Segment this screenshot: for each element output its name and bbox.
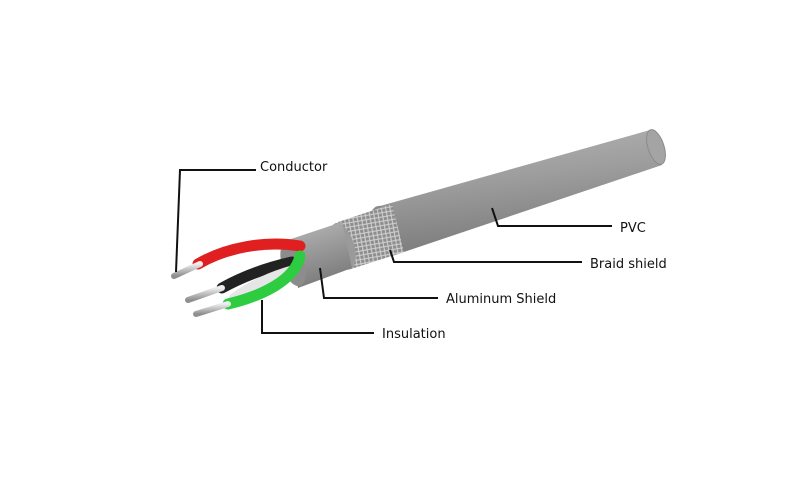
conductor-leader [175, 169, 256, 273]
insulation-leader [261, 300, 374, 334]
black-conductor [185, 285, 225, 303]
black-wire [216, 256, 298, 294]
label-braid-shield: Braid shield [590, 257, 667, 272]
red-conductor [171, 261, 203, 279]
green-wire [222, 250, 306, 310]
label-insulation: Insulation [382, 327, 446, 342]
label-conductor: Conductor [260, 160, 328, 175]
braid-shield-leader [389, 249, 582, 263]
leader-lines [175, 169, 612, 334]
aluminum-shield-leader [319, 267, 438, 299]
label-pvc: PVC [620, 221, 646, 236]
wires [171, 238, 306, 317]
label-aluminum-shield: Aluminum Shield [446, 292, 556, 307]
pvc-leader [491, 207, 612, 227]
red-wire [192, 238, 306, 270]
pvc-jacket [369, 129, 666, 257]
green-conductor [193, 301, 231, 317]
